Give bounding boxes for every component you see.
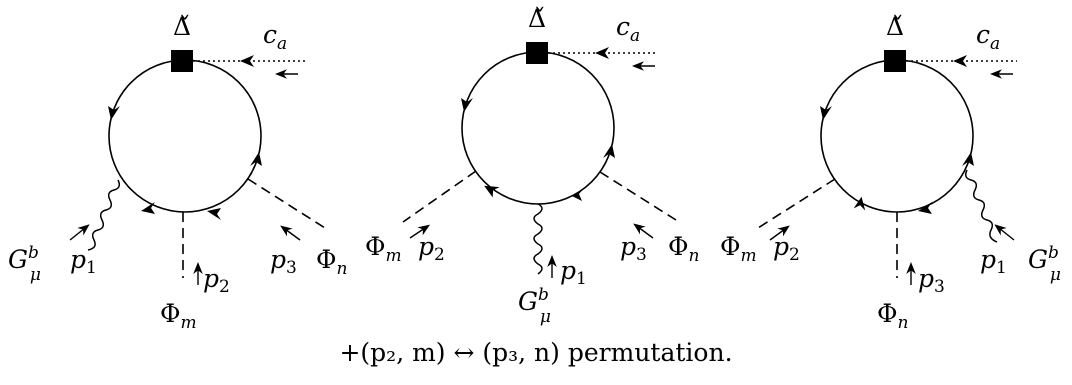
gluon-momentum-label-3: p1 bbox=[980, 245, 1007, 278]
scalar-left-momentum-label-2: p2 bbox=[418, 232, 445, 265]
loop-arrow-2d bbox=[572, 188, 584, 201]
loop-arrow-2a bbox=[603, 144, 615, 158]
loop-arrow-3a bbox=[962, 152, 974, 166]
scalar-left-momentum-label-3: p2 bbox=[773, 232, 800, 265]
scalar-bottom-label-3: Φn bbox=[877, 299, 908, 333]
ghost-label-2: ca bbox=[616, 12, 640, 46]
vertex-square-2 bbox=[526, 42, 548, 64]
gluon-momentum-arrow-3 bbox=[994, 224, 1015, 241]
loop-arrow-1b bbox=[108, 106, 120, 120]
loop-arrow-2b bbox=[461, 98, 473, 112]
ghost-arrow-1 bbox=[240, 55, 254, 67]
scalar-left-momentum-arrow-2 bbox=[409, 224, 430, 239]
loop-arrow-1d bbox=[207, 208, 221, 220]
ghost-label-1: ca bbox=[263, 20, 287, 54]
ghost-label-3: ca bbox=[976, 20, 1000, 54]
vertex-label-1: Δ̌ bbox=[173, 12, 191, 41]
scalar-right-line-1 bbox=[247, 178, 326, 229]
vertex-label-3: Δ̌ bbox=[886, 12, 904, 41]
scalar-left-momentum-arrow-3 bbox=[769, 225, 790, 241]
scalar-right-momentum-label-2: p3 bbox=[620, 232, 647, 265]
scalar-bottom-momentum-label-1: p2 bbox=[203, 264, 230, 297]
scalar-bottom-momentum-label-3: p3 bbox=[918, 264, 945, 297]
scalar-left-label-2: Φm bbox=[365, 232, 402, 266]
gluon-line-3 bbox=[964, 169, 998, 243]
loop-2 bbox=[461, 51, 615, 205]
loop-3 bbox=[820, 59, 974, 213]
vertex-label-2: Δ̌ bbox=[528, 4, 546, 33]
scalar-left-label-3: Φm bbox=[720, 232, 757, 266]
vertex-square-3 bbox=[884, 50, 906, 72]
gluon-momentum-arrow-1 bbox=[69, 224, 90, 241]
gluon-momentum-label-2: p1 bbox=[560, 256, 587, 289]
loop-arrow-2c bbox=[484, 185, 500, 198]
loop-arrow-3c bbox=[853, 196, 866, 211]
scalar-left-line-2 bbox=[402, 170, 477, 223]
loop-1 bbox=[108, 59, 262, 213]
caption: +(p₂, m) ↔ (p₃, n) permutation. bbox=[339, 338, 733, 367]
scalar-right-momentum-arrow-2 bbox=[633, 223, 654, 239]
ghost-arrow-3 bbox=[953, 55, 967, 67]
loop-arrow-1a bbox=[250, 152, 262, 166]
ghost-arrow-2 bbox=[595, 47, 609, 59]
scalar-left-line-3 bbox=[757, 178, 836, 229]
gluon-line-1 bbox=[87, 179, 121, 251]
loop-arrow-1c bbox=[141, 202, 155, 214]
scalar-right-momentum-label-1: p3 bbox=[270, 245, 297, 278]
loop-arrow-3b bbox=[820, 106, 832, 120]
scalar-right-momentum-arrow-1 bbox=[280, 225, 301, 241]
scalar-right-label-2: Φn bbox=[668, 232, 699, 266]
gluon-momentum-label-1: p1 bbox=[70, 245, 97, 278]
gluon-line-2 bbox=[533, 203, 543, 275]
scalar-right-label-1: Φn bbox=[316, 245, 347, 279]
loop-arrow-3d bbox=[918, 202, 932, 214]
vertex-square-1 bbox=[171, 50, 193, 72]
scalar-bottom-label-1: Φm bbox=[160, 299, 197, 333]
scalar-right-line-2 bbox=[599, 171, 677, 221]
